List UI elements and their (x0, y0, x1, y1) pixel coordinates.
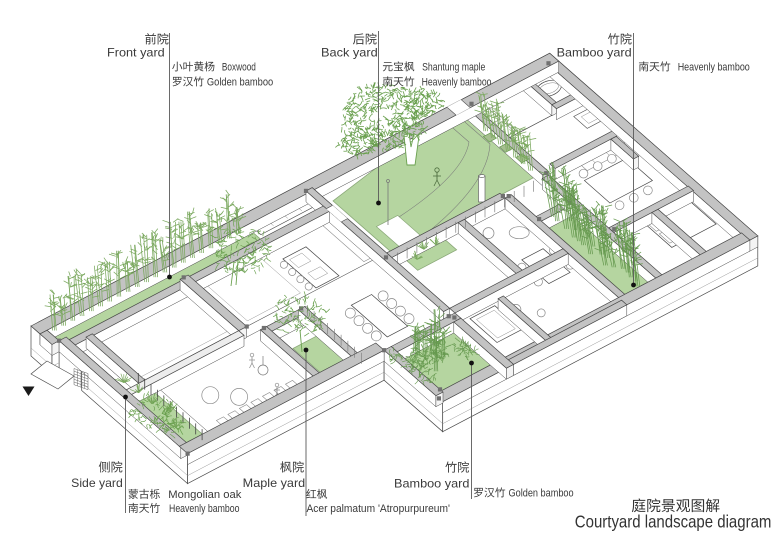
svg-text:Golden bamboo: Golden bamboo (207, 77, 273, 89)
svg-text:Courtyard landscape diagram: Courtyard landscape diagram (575, 512, 772, 532)
svg-text:Bamboo yard: Bamboo yard (557, 46, 632, 60)
svg-text:Back yard: Back yard (321, 46, 378, 60)
svg-text:Heavenly bamboo: Heavenly bamboo (422, 77, 492, 89)
svg-text:Mongolian oak: Mongolian oak (168, 489, 242, 501)
svg-text:Heavenly bamboo: Heavenly bamboo (678, 62, 750, 74)
svg-text:Heavenly bamboo: Heavenly bamboo (169, 503, 240, 515)
svg-text:Front yard: Front yard (107, 46, 165, 60)
svg-text:Acer palmatum 'Atropurpureum': Acer palmatum 'Atropurpureum' (307, 503, 450, 515)
svg-text:Shantung maple: Shantung maple (422, 62, 485, 74)
svg-text:Side yard: Side yard (71, 476, 123, 490)
svg-text:Boxwood: Boxwood (222, 62, 256, 74)
svg-text:Golden bamboo: Golden bamboo (509, 488, 574, 500)
svg-text:Maple yard: Maple yard (243, 476, 306, 490)
svg-text:Bamboo yard: Bamboo yard (394, 477, 469, 491)
